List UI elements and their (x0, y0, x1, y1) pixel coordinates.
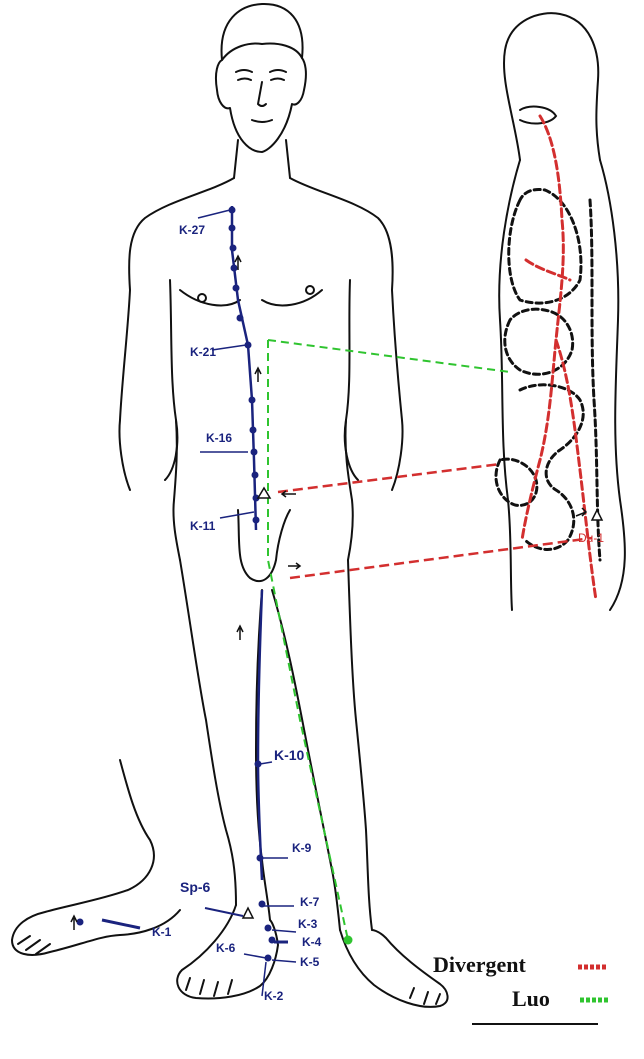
label-k1: K-1 (152, 925, 172, 939)
point-dot (229, 225, 236, 232)
intestine-outline (520, 385, 583, 550)
label-sp6: Sp-6 (180, 879, 211, 895)
neck (234, 140, 290, 178)
point-labels: K-27 K-21 K-16 K-11 K-10 K-9 K-7 K-3 K-4… (152, 223, 322, 1003)
point-dot (231, 265, 238, 272)
label-k7: K-7 (300, 895, 320, 909)
right-nipple (306, 286, 314, 294)
left-leg-outer (180, 560, 236, 905)
label-k4: K-4 (302, 935, 322, 949)
waist-right (345, 420, 352, 560)
legend-luo-label: Luo (512, 986, 550, 1011)
right-foot (340, 930, 448, 1007)
left-eye (238, 79, 251, 81)
point-dot (233, 285, 240, 292)
left-nipple (198, 294, 206, 302)
right-toes (410, 988, 440, 1004)
point-dot (249, 397, 256, 404)
side-head-outline (504, 13, 600, 160)
point-dot (251, 449, 258, 456)
point-dot (77, 919, 84, 926)
label-k10: K-10 (274, 747, 305, 763)
chest-line (180, 290, 322, 305)
lung-outline (509, 189, 581, 303)
label-k11: K-11 (190, 519, 216, 533)
label-k21: K-21 (190, 345, 216, 359)
divergent-line-lower (290, 538, 592, 578)
legend-divergent-label: Divergent (433, 952, 527, 977)
divergent-line-upper (278, 464, 500, 492)
waist-left (173, 420, 180, 560)
right-eye (271, 79, 284, 81)
right-eyebrow (270, 70, 286, 72)
oral-cavity (520, 107, 556, 124)
label-k27: K-27 (179, 223, 205, 237)
left-toes (186, 978, 232, 996)
nose (258, 82, 266, 106)
divergent-lines (278, 464, 592, 578)
label-k9: K-9 (292, 841, 312, 855)
point-dot (237, 315, 244, 322)
groin (238, 510, 290, 581)
spine-line (590, 200, 600, 560)
legend: Divergent Luo (433, 952, 610, 1024)
triangle-marker (592, 510, 602, 520)
point-dot (250, 427, 257, 434)
label-k3: K-3 (298, 917, 318, 931)
label-du1: Du-1 (578, 531, 604, 545)
hair-line (222, 44, 302, 60)
label-k5: K-5 (300, 955, 320, 969)
point-dot (230, 245, 237, 252)
luo-point-dot (344, 936, 353, 945)
label-k2: K-2 (264, 989, 284, 1003)
mouth (252, 120, 272, 122)
left-arm-inner (165, 280, 177, 480)
luo-line-upper (268, 340, 510, 372)
label-k6: K-6 (216, 941, 236, 955)
human-figure (12, 4, 448, 1007)
right-leg-outer (348, 560, 372, 930)
label-k16: K-16 (206, 431, 232, 445)
kidney-channel (232, 206, 262, 880)
divergent-internal-path (522, 116, 596, 600)
triangle-marker (243, 908, 253, 918)
point-dot (252, 472, 259, 479)
side-front-outline (499, 160, 520, 610)
left-eyebrow (236, 70, 252, 72)
point-dot (265, 925, 272, 932)
head-outline (216, 4, 306, 152)
side-foot-toes (18, 936, 50, 954)
point-dot (253, 517, 260, 524)
kidney-channel-torso (232, 206, 256, 530)
